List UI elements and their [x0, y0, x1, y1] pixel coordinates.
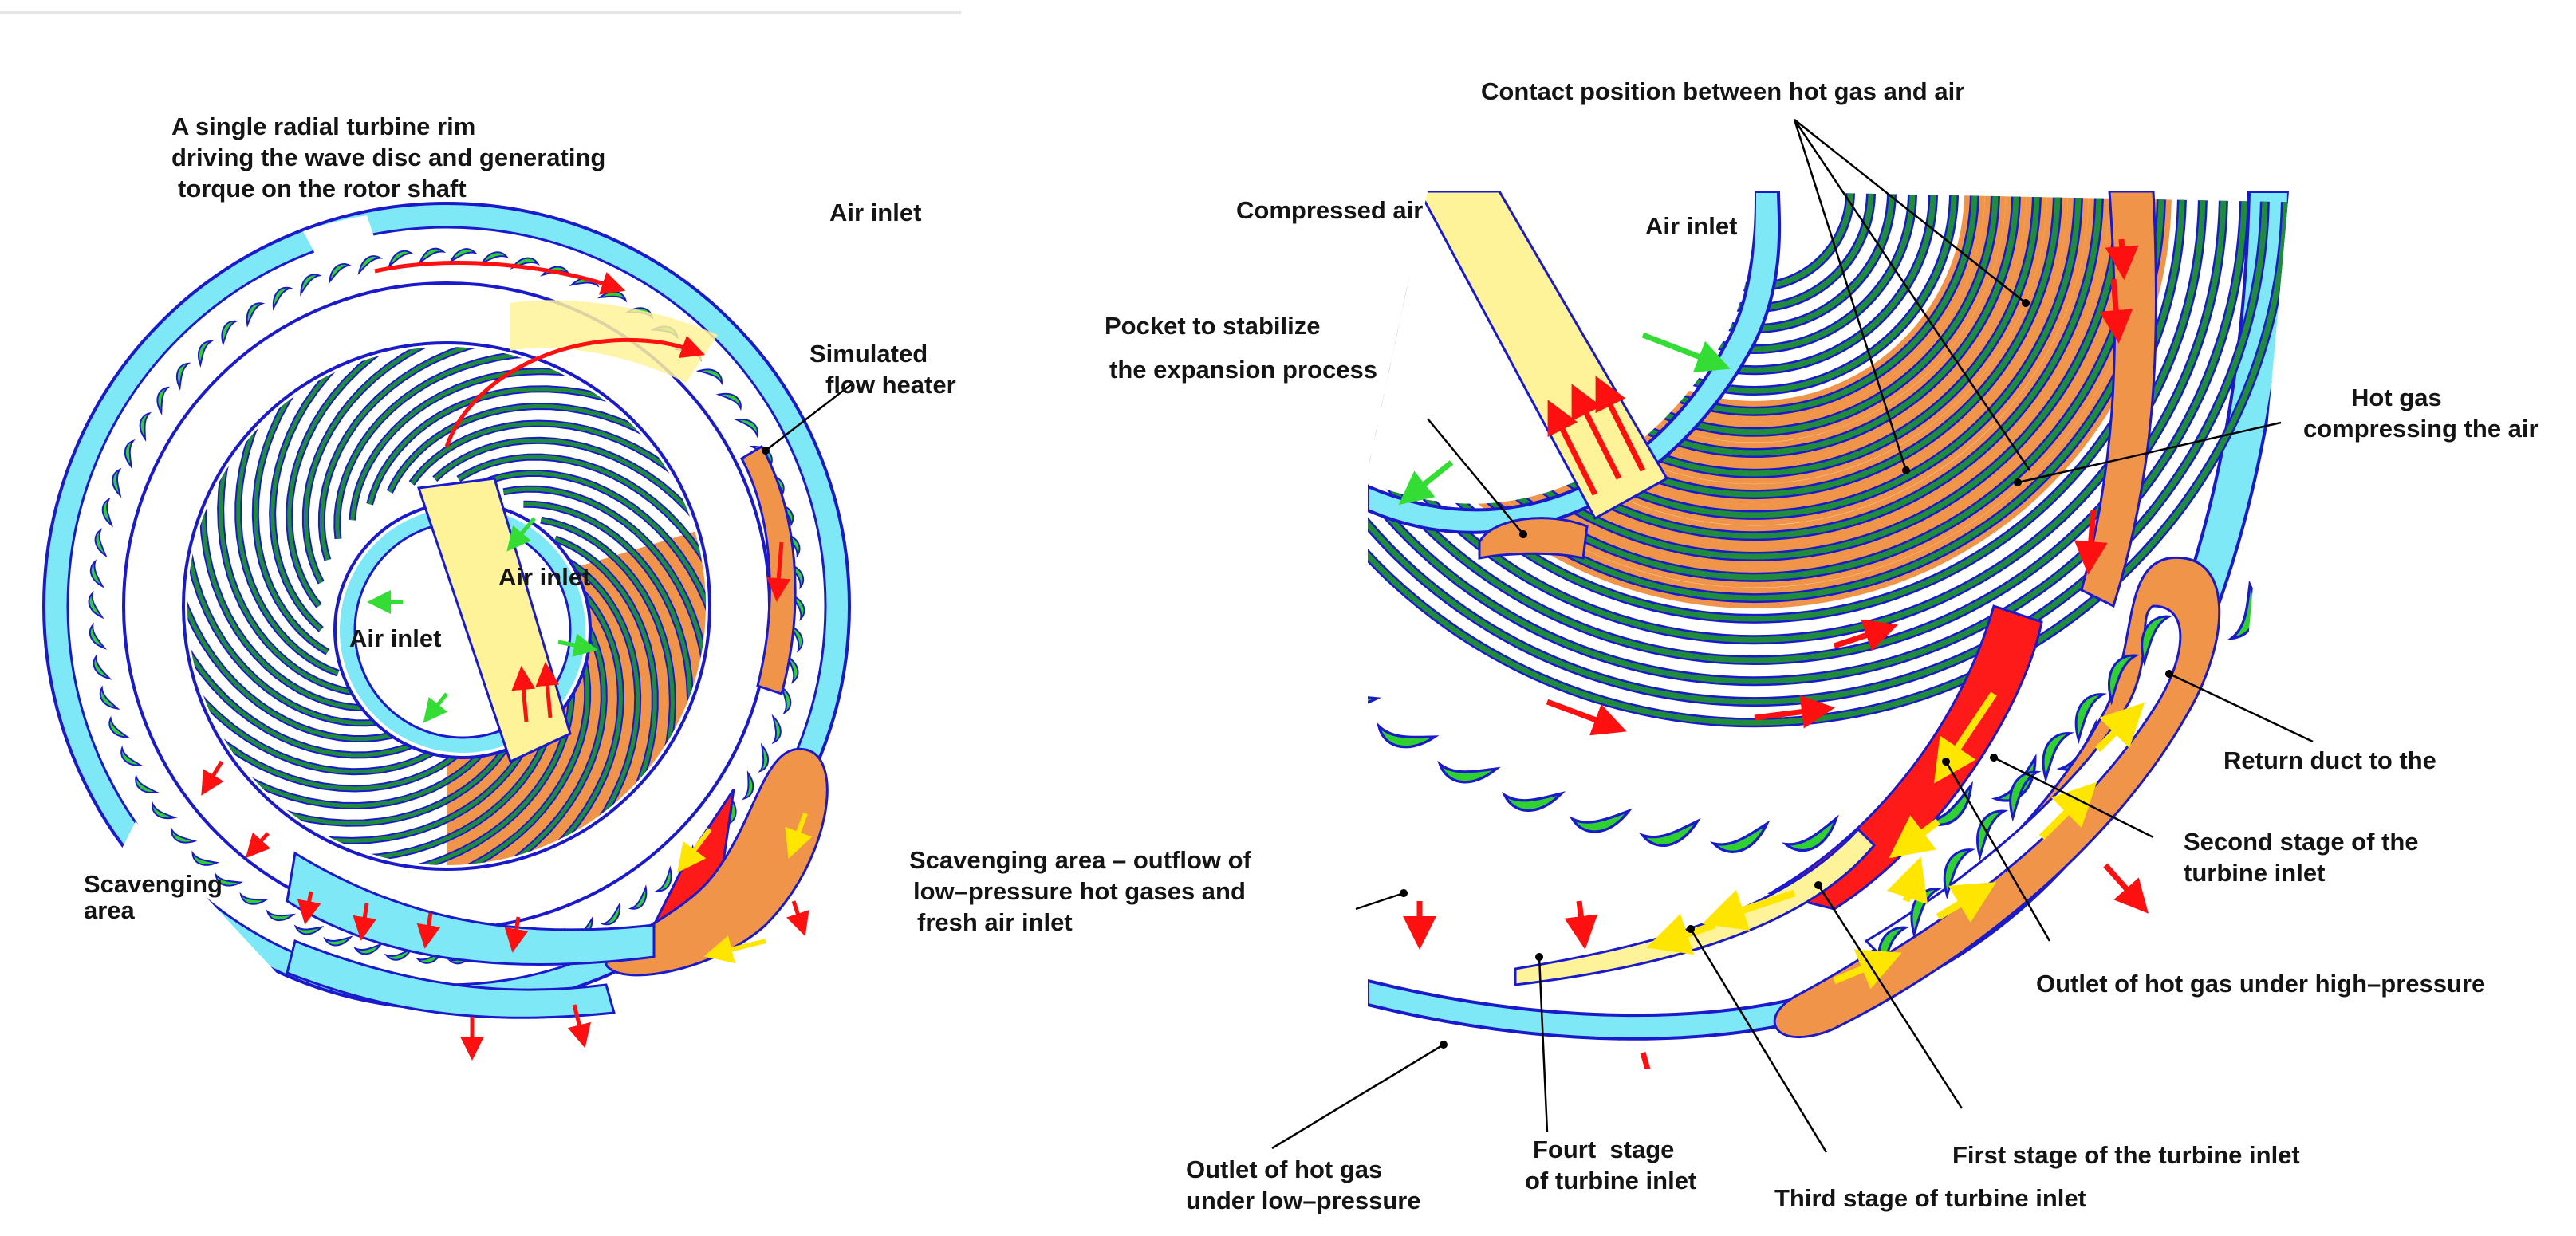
label-turbine-rim: A single radial turbine rim driving the …: [171, 112, 605, 204]
label-outlet-low-pressure: Outlet of hot gas under low–pressure: [1186, 1155, 1421, 1217]
right-green-inflow-arrows: [1398, 332, 1731, 506]
label-line: the expansion process: [1109, 355, 1377, 384]
label-line: under low–pressure: [1186, 1186, 1421, 1214]
label-fourth-stage: Fourt stage of turbine inlet: [1525, 1135, 1696, 1197]
label-air-inlet-top-left: Air inlet: [829, 199, 922, 226]
left-green-inflow-arrows: [367, 517, 598, 723]
left-simulated-heater: [740, 444, 797, 695]
label-line: of turbine inlet: [1525, 1166, 1697, 1195]
label-contact-position: Contact position between hot gas and air: [1481, 77, 1965, 105]
right-expansion-pocket: [1478, 517, 1589, 560]
label-second-stage: Second stage of the turbine inlet: [2184, 827, 2419, 889]
label-scavenging-area: Scavenging area: [84, 869, 223, 927]
right-wave-disc-detail: [1368, 191, 2289, 1069]
label-pocket: Pocket to stabilize the expansion proces…: [1105, 311, 1377, 386]
left-wave-disc-diagram: [42, 202, 854, 1061]
label-compressed-air: Compressed air: [1236, 196, 1424, 224]
label-first-stage: First stage of the turbine inlet: [1952, 1141, 2300, 1169]
label-line: compressing the air: [2303, 414, 2539, 443]
label-line: Second stage of the: [2184, 828, 2419, 856]
label-line: Outlet of hot gas: [1186, 1155, 1383, 1183]
label-line: turbine inlet: [2184, 858, 2326, 887]
label-air-inlet-center-right: Air inlet: [498, 563, 591, 591]
left-red-flow-arrows: [201, 261, 809, 1061]
label-return-duct: Return duct to the: [2223, 746, 2436, 774]
label-line: Scavenging area – outflow of: [909, 846, 1251, 874]
label-line: Fourt stage: [1533, 1136, 1675, 1163]
label-air-inlet-center-left: Air inlet: [349, 624, 442, 652]
label-hot-gas-compressing: Hot gas compressing the air: [2303, 383, 2539, 445]
right-red-flow-arrows: [1403, 238, 2149, 1069]
left-return-duct: [605, 747, 829, 977]
label-simulated-heater: Simulated flow heater: [809, 339, 956, 401]
label-line: area: [84, 896, 135, 924]
label-air-inlet-right: Air inlet: [1645, 212, 1738, 240]
label-line: Scavenging: [84, 870, 223, 898]
label-line: torque on the rotor shaft: [178, 174, 467, 203]
right-leader-lines: [1271, 119, 2314, 1153]
label-line: fresh air inlet: [917, 907, 1073, 936]
label-line: low–pressure hot gases and: [913, 876, 1246, 905]
label-line: driving the wave disc and generating: [171, 143, 606, 171]
label-line: flow heater: [825, 370, 956, 399]
label-third-stage: Third stage of turbine inlet: [1774, 1184, 2086, 1212]
label-line: A single radial turbine rim: [171, 112, 476, 140]
label-outlet-high-pressure: Outlet of hot gas under high–pressure: [2036, 970, 2486, 998]
top-divider-line: [0, 11, 961, 14]
label-line: Pocket to stabilize: [1105, 312, 1321, 340]
label-scavenging-outflow: Scavenging area – outflow of low–pressur…: [909, 845, 1251, 938]
right-compressed-air-duct: [1417, 191, 1669, 521]
label-line: Simulated: [809, 340, 928, 368]
left-yellow-arrows: [677, 812, 813, 964]
label-line: Hot gas: [2351, 384, 2442, 411]
right-yellow-arrows: [1646, 691, 2145, 990]
